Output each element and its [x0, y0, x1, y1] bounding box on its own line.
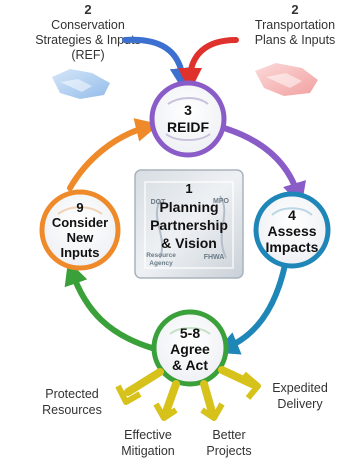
- svg-text:Plans & Inputs: Plans & Inputs: [255, 33, 336, 47]
- svg-text:3: 3: [184, 102, 192, 118]
- svg-text:& Vision: & Vision: [161, 235, 217, 251]
- node-agree-act: 5-8 Agree & Act: [151, 309, 229, 387]
- svg-text:REIDF: REIDF: [167, 119, 209, 135]
- arc-assess-to-agree: [214, 262, 288, 355]
- svg-text:Conservation: Conservation: [51, 18, 125, 32]
- outcome-arrow-protected: [115, 368, 164, 405]
- svg-text:9: 9: [76, 200, 83, 215]
- fhwa-tag: FHWA: [204, 254, 225, 261]
- dot-tag: DOT: [151, 199, 167, 206]
- outcome-arrow-delivery: [218, 366, 261, 400]
- arc-reidf-to-assess: [221, 125, 306, 207]
- svg-text:Planning: Planning: [159, 199, 218, 215]
- outcome-arrow-projects: [200, 380, 225, 421]
- arc-consider-to-reidf: [67, 118, 160, 191]
- conservation-inputs-label: 2 Conservation Strategies & Inputs (REF): [35, 2, 141, 62]
- svg-text:(REF): (REF): [71, 48, 104, 62]
- svg-text:Impacts: Impacts: [266, 239, 319, 255]
- transportation-input-arrow: [178, 37, 239, 92]
- planning-partnership-box: DOT MPO Resource Agency FHWA 1 Planning …: [134, 169, 244, 279]
- outcome-arrow-mitigation: [153, 380, 180, 421]
- svg-text:Delivery: Delivery: [277, 397, 323, 411]
- svg-text:& Act: & Act: [172, 357, 208, 373]
- svg-text:2: 2: [291, 2, 298, 17]
- svg-text:Agree: Agree: [170, 341, 210, 357]
- svg-text:Inputs: Inputs: [61, 245, 100, 260]
- svg-text:Partnership: Partnership: [150, 217, 228, 233]
- arc-agree-to-consider: [64, 260, 155, 351]
- mpo-tag: MPO: [213, 198, 230, 205]
- resource-agency-tag-line2: Agency: [149, 260, 173, 267]
- outcome-expedited-delivery: Expedited Delivery: [272, 381, 328, 411]
- outcome-effective-mitigation: Effective Mitigation: [121, 428, 175, 458]
- transportation-map-icon: [255, 63, 318, 96]
- svg-text:4: 4: [288, 207, 296, 223]
- svg-text:Expedited: Expedited: [272, 381, 328, 395]
- svg-text:Assess: Assess: [267, 223, 316, 239]
- transportation-inputs-label: 2 Transportation Plans & Inputs: [255, 2, 336, 47]
- outcome-better-projects: Better Projects: [206, 428, 251, 458]
- svg-text:Projects: Projects: [206, 444, 251, 458]
- svg-text:5-8: 5-8: [180, 325, 200, 341]
- svg-text:1: 1: [185, 181, 192, 196]
- svg-text:Consider: Consider: [52, 215, 108, 230]
- resource-agency-tag-line1: Resource: [146, 252, 176, 259]
- svg-text:2: 2: [84, 2, 91, 17]
- svg-text:New: New: [67, 230, 95, 245]
- outcome-protected-resources: Protected Resources: [42, 387, 102, 417]
- svg-text:Effective: Effective: [124, 428, 172, 442]
- svg-text:Strategies & Inputs: Strategies & Inputs: [35, 33, 141, 47]
- node-assess-impacts: 4 Assess Impacts: [253, 191, 331, 269]
- node-consider-new-inputs: 9 Consider New Inputs: [39, 189, 121, 271]
- svg-text:Resources: Resources: [42, 403, 102, 417]
- conservation-map-icon: [52, 69, 110, 99]
- node-reidf: 3 REIDF: [149, 80, 227, 158]
- svg-text:Better: Better: [212, 428, 245, 442]
- svg-text:Protected: Protected: [45, 387, 99, 401]
- svg-text:Mitigation: Mitigation: [121, 444, 175, 458]
- svg-text:Transportation: Transportation: [255, 18, 335, 32]
